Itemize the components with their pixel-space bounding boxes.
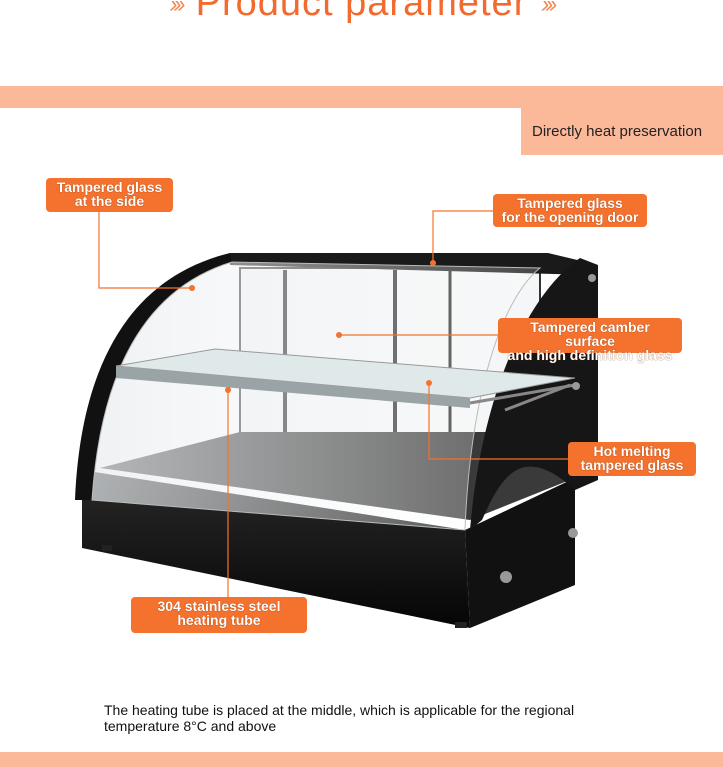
top-band <box>0 86 723 108</box>
cabinet-base-side <box>465 478 575 628</box>
label-heating-tube: 304 stainless steel heating tube <box>131 597 307 633</box>
page-title-text: Product parameter <box>195 0 528 24</box>
caption: The heating tube is placed at the middle… <box>104 702 664 734</box>
cabinet-base-front <box>82 470 470 628</box>
shelf-edge <box>116 366 470 408</box>
left-curved-frame <box>75 253 232 500</box>
page-title: ›››Product parameter››› <box>0 0 723 25</box>
bottom-band <box>0 752 723 767</box>
callout-lines <box>98 210 568 597</box>
label-door-glass: Tampered glass for the opening door <box>493 194 647 227</box>
curved-glass <box>91 261 542 531</box>
feature-tag: Directly heat preservation <box>521 108 723 155</box>
label-camber-glass: Tampered camber surface and high definit… <box>498 318 682 362</box>
label-side-glass: Tampered glass at the side <box>46 178 173 212</box>
knob-2 <box>500 571 512 583</box>
label-melting-glass: Hot melting tampered glass <box>568 442 696 476</box>
knob-1 <box>568 528 578 538</box>
caption-line-2: temperature 8°C and above <box>104 718 277 734</box>
callout-dots <box>189 260 436 393</box>
caption-line-1: The heating tube is placed at the middle… <box>104 702 575 718</box>
